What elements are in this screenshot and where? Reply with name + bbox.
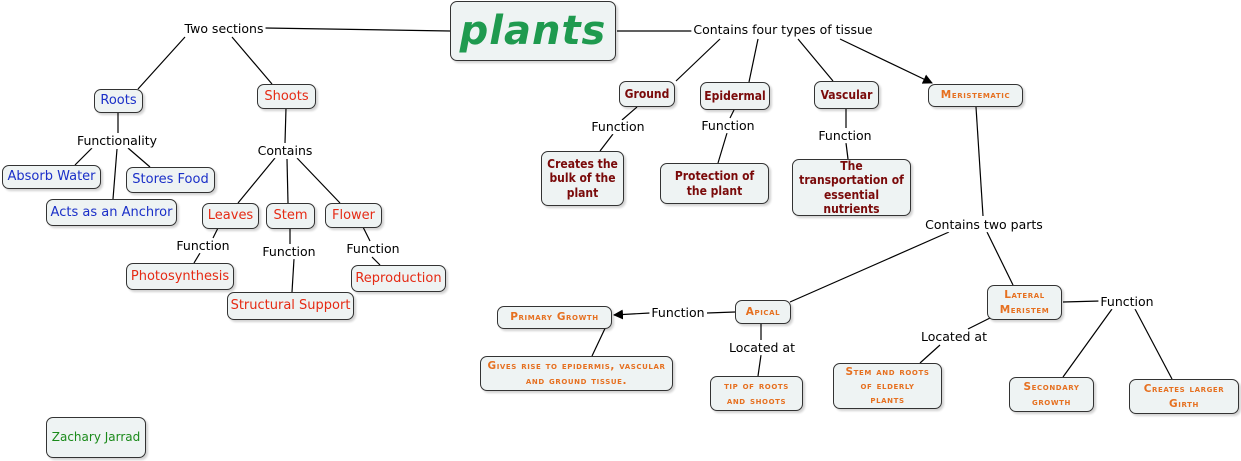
leaves-function-label: Function: [174, 238, 232, 254]
flower-node[interactable]: Flower: [325, 203, 382, 228]
ground-text: Ground: [624, 86, 670, 101]
reproduction-text: Reproduction: [355, 270, 442, 286]
title-node[interactable]: plants: [450, 1, 616, 61]
leaves-text: Leaves: [207, 208, 254, 224]
flower-function-label: Function: [344, 241, 402, 257]
ground-desc-node[interactable]: Creates the bulk of the plant: [541, 151, 624, 206]
vascular-desc-node[interactable]: The transportation of essential nutrient…: [792, 159, 911, 216]
anchor-text: Acts as an Anchror: [50, 204, 173, 220]
photosynthesis-node[interactable]: Photosynthesis: [126, 263, 234, 290]
ground-function-label: Function: [589, 119, 647, 135]
apical-location-node[interactable]: tip of roots and shoots: [710, 376, 803, 411]
lateral-meristem-text: Lateral Meristem: [999, 289, 1050, 316]
flower-text: Flower: [331, 207, 376, 223]
vascular-function-label: Function: [816, 128, 874, 144]
reproduction-node[interactable]: Reproduction: [351, 265, 446, 292]
apical-located-at-label: Located at: [727, 340, 797, 356]
ground-desc-text: Creates the bulk of the plant: [547, 156, 618, 200]
epidermal-text: Epidermal: [704, 88, 766, 103]
four-tissues-label: Contains four types of tissue: [691, 22, 875, 38]
leaves-node[interactable]: Leaves: [202, 203, 259, 229]
larger-girth-node[interactable]: Creates larger Girth: [1129, 379, 1239, 414]
absorb-water-node[interactable]: Absorb Water: [2, 165, 101, 189]
meristematic-text: Meristematic: [940, 89, 1011, 102]
photosynthesis-text: Photosynthesis: [130, 268, 230, 284]
epidermal-desc-node[interactable]: Protection of the plant: [660, 163, 769, 204]
vascular-desc-text: The transportation of essential nutrient…: [799, 158, 904, 216]
two-sections-label: Two sections: [182, 21, 266, 37]
secondary-growth-node[interactable]: Secondary growth: [1009, 377, 1094, 412]
ground-node[interactable]: Ground: [619, 81, 675, 107]
lateral-location-text: Stem and roots of elderly plants: [845, 365, 930, 407]
anchor-node[interactable]: Acts as an Anchror: [46, 199, 177, 226]
stem-node[interactable]: Stem: [266, 203, 315, 229]
epidermal-function-label: Function: [699, 118, 757, 134]
secondary-growth-text: Secondary growth: [1023, 381, 1080, 408]
apical-function-label: Function: [649, 305, 707, 321]
lateral-location-node[interactable]: Stem and roots of elderly plants: [833, 363, 942, 409]
larger-girth-text: Creates larger Girth: [1143, 383, 1225, 410]
lateral-function-label: Function: [1098, 294, 1156, 310]
primary-growth-node[interactable]: Primary Growth: [497, 306, 612, 329]
author-node[interactable]: Zachary Jarrad: [46, 417, 146, 458]
structural-support-node[interactable]: Structural Support: [227, 292, 354, 320]
title-text: plants: [459, 8, 607, 54]
epidermal-node[interactable]: Epidermal: [700, 82, 770, 110]
contains-two-parts-label: Contains two parts: [923, 217, 1045, 233]
lateral-meristem-node[interactable]: Lateral Meristem: [987, 285, 1062, 320]
apical-text: Apical: [745, 305, 781, 318]
stem-text: Stem: [273, 208, 308, 224]
roots-node[interactable]: Roots: [94, 89, 143, 113]
vascular-node[interactable]: Vascular: [814, 81, 879, 109]
structural-support-text: Structural Support: [230, 298, 351, 314]
primary-growth-text: Primary Growth: [510, 311, 599, 324]
stores-food-text: Stores Food: [132, 172, 209, 188]
shoots-text: Shoots: [264, 88, 309, 104]
epidermal-desc-text: Protection of the plant: [674, 169, 755, 198]
meristematic-node[interactable]: Meristematic: [928, 84, 1023, 107]
apical-node[interactable]: Apical: [735, 300, 791, 324]
absorb-water-text: Absorb Water: [7, 169, 96, 185]
shoots-node[interactable]: Shoots: [257, 84, 316, 109]
apical-location-text: tip of roots and shoots: [724, 380, 789, 407]
roots-text: Roots: [100, 93, 137, 109]
stem-function-label: Function: [260, 244, 318, 260]
vascular-text: Vascular: [820, 87, 873, 102]
stores-food-node[interactable]: Stores Food: [126, 167, 215, 193]
epidermis-desc-text: Gives rise to epidermis, vascular and gr…: [487, 360, 666, 387]
epidermis-desc-node[interactable]: Gives rise to epidermis, vascular and gr…: [480, 356, 673, 391]
lateral-located-at-label: Located at: [919, 329, 989, 345]
contains-label: Contains: [255, 143, 315, 159]
functionality-label: Functionality: [74, 133, 160, 149]
author-text: Zachary Jarrad: [51, 430, 141, 445]
